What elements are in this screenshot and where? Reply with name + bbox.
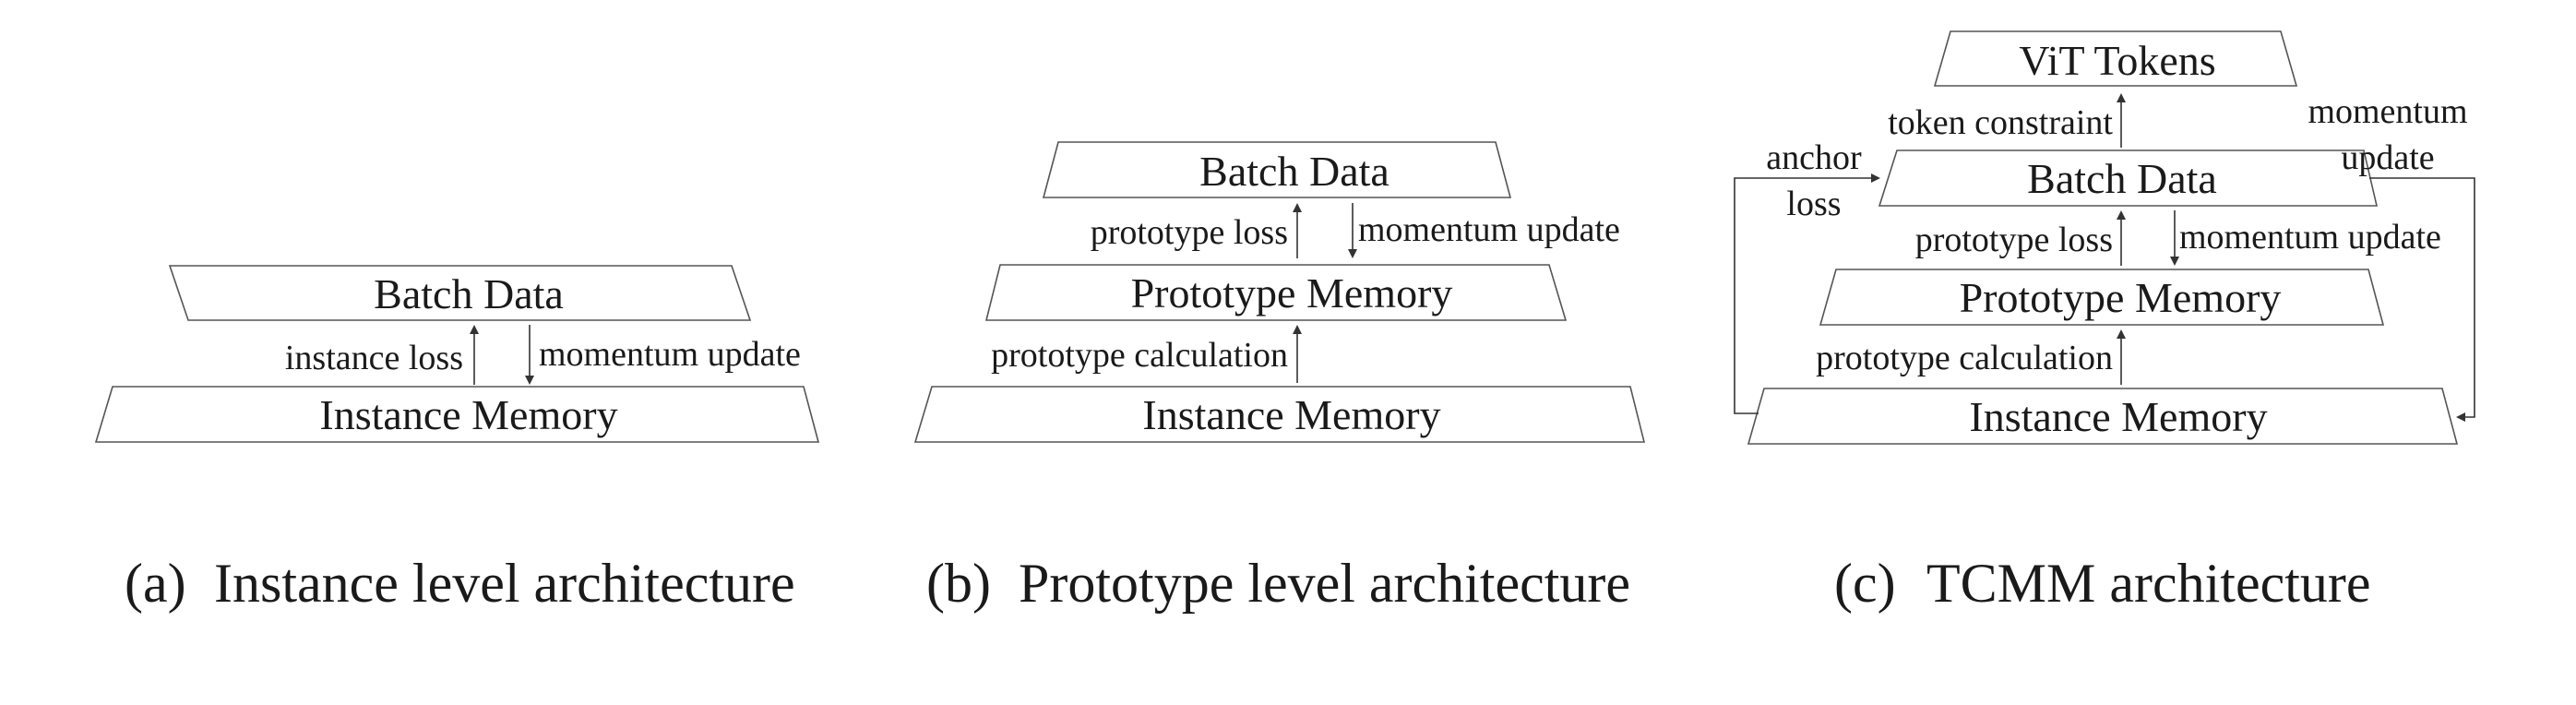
- panel-a: Batch Data Instance Memory instance loss…: [94, 265, 820, 614]
- a-instance-loss-label: instance loss: [285, 339, 463, 377]
- c-anchor-label-line1: anchor: [1766, 138, 1862, 177]
- c-anchor-loss-arrowhead: [1871, 173, 1880, 183]
- c-instance-memory-box: [1747, 388, 2459, 445]
- a-batch-data-label: Batch Data: [374, 270, 564, 317]
- c-token-constraint-label: token constraint: [1888, 103, 2113, 142]
- c-outer-momentum-connector: [2369, 177, 2475, 418]
- a-momentum-update-arrowhead: [525, 376, 534, 385]
- c-vit-tokens-box: [1933, 30, 2298, 87]
- b-momentum-update-label: momentum update: [1358, 210, 1620, 249]
- c-token-constraint-arrowhead: [2117, 93, 2126, 102]
- c-instance-memory-label: Instance Memory: [1969, 393, 2267, 440]
- c-outer-momentum-arrowhead: [2456, 412, 2465, 422]
- c-prototype-calculation-arrowhead: [2117, 329, 2126, 339]
- c-anchor-loss-connector: [1734, 177, 1875, 414]
- c-prototype-loss-label: prototype loss: [1915, 221, 2113, 259]
- panel-c: ViT Tokens Batch Data Prototype Memory I…: [1734, 30, 2475, 614]
- c-caption-text: TCMM architecture: [1926, 553, 2371, 614]
- c-prototype-loss-arrowhead: [2117, 210, 2126, 220]
- b-prototype-loss-label: prototype loss: [1091, 213, 1288, 252]
- b-caption-tag: (b): [926, 553, 991, 614]
- a-caption-text: Instance level architecture: [214, 553, 795, 614]
- b-instance-memory-label: Instance Memory: [1142, 391, 1440, 438]
- c-batch-data-label: Batch Data: [2027, 155, 2217, 202]
- a-caption-tag: (a): [125, 553, 186, 614]
- panel-b: Batch Data Prototype Memory Instance Mem…: [913, 141, 1646, 614]
- a-instance-memory-box: [94, 386, 820, 443]
- b-prototype-memory-label: Prototype Memory: [1131, 269, 1453, 317]
- b-prototype-loss-arrowhead: [1293, 203, 1302, 212]
- b-batch-data-box: [1042, 141, 1512, 198]
- b-instance-memory-box: [913, 386, 1646, 443]
- c-caption-tag: (c): [1834, 553, 1896, 614]
- b-prototype-calculation-arrowhead: [1293, 325, 1302, 334]
- b-caption-text: Prototype level architecture: [1019, 553, 1630, 614]
- b-momentum-update-arrowhead: [1348, 249, 1357, 258]
- c-vit-tokens-label: ViT Tokens: [2019, 37, 2215, 84]
- c-momentum-label-line1: momentum: [2308, 92, 2467, 131]
- c-prototype-memory-label: Prototype Memory: [1960, 274, 2282, 321]
- a-instance-memory-label: Instance Memory: [319, 391, 617, 438]
- b-batch-data-label: Batch Data: [1199, 148, 1389, 195]
- c-prototype-memory-box: [1819, 269, 2385, 326]
- a-instance-loss-arrowhead: [470, 325, 479, 334]
- a-batch-data-box: [168, 265, 752, 321]
- c-anchor-label-line2: loss: [1786, 185, 1841, 223]
- b-prototype-memory-box: [984, 264, 1568, 321]
- a-momentum-update-label: momentum update: [539, 335, 801, 374]
- c-batch-data-box: [1878, 149, 2379, 207]
- c-momentum-label-line2: update: [2341, 138, 2434, 177]
- c-momentum-update-arrowhead: [2170, 257, 2179, 266]
- c-prototype-calculation-label: prototype calculation: [1816, 339, 2113, 377]
- c-momentum-update-label: momentum update: [2179, 218, 2441, 257]
- b-prototype-calculation-label: prototype calculation: [991, 336, 1288, 375]
